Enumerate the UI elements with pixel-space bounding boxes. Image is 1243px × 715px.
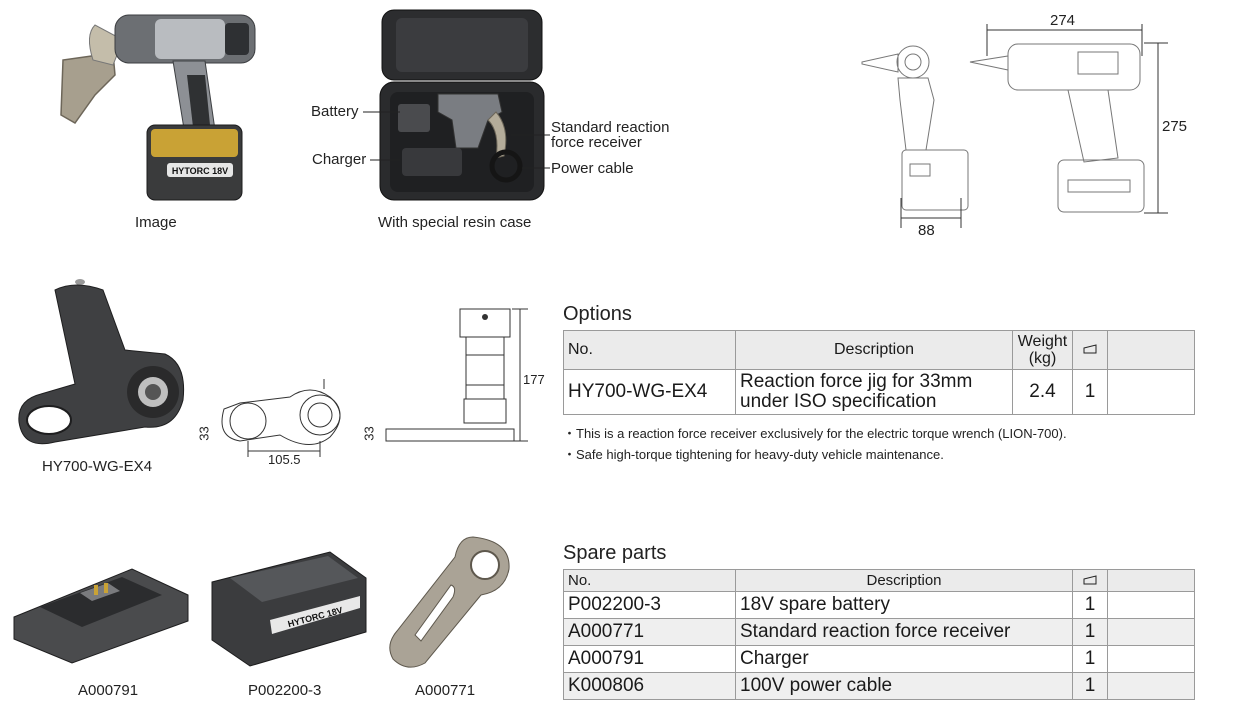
spare-row-no: A000771 [563,618,736,646]
options-header-weight-line1: Weight [1017,333,1068,350]
callout-charger: Charger [312,151,367,168]
spare-parts-header-description: Description [735,569,1073,592]
caption-option-product: HY700-WG-EX4 [42,458,153,475]
caption-spare-charger: A000791 [78,682,139,699]
spare-row-blank [1107,591,1195,619]
jig-top-drawing [221,379,341,457]
reaction-receiver-photo [389,536,510,668]
spare-row-blank [1107,645,1195,673]
table-row: K000806 100V power cable 1 [563,672,1195,700]
dimension-height: 275 [1162,118,1188,135]
wrench-side-drawing [969,43,1145,213]
spare-parts-title: Spare parts [563,542,667,564]
dimension-jig-hex-right: 33 [361,426,377,441]
charger-photo [13,568,189,664]
callout-power-cable: Power cable [551,160,634,177]
spare-parts-header-blank [1107,569,1195,592]
callout-receiver-line2: force receiver [551,134,642,151]
spare-parts-header-qty [1072,569,1108,592]
options-note-2: ・Safe high-torque tightening for heavy-d… [563,447,944,462]
options-row-no: HY700-WG-EX4 [563,369,736,415]
options-header-weight: Weight (kg) [1012,330,1073,370]
options-row-weight: 2.4 [1012,369,1073,415]
spare-row-blank [1107,618,1195,646]
spare-row-no: P002200-3 [563,591,736,619]
spare-row-qty: 1 [1072,672,1108,700]
spare-row-description: 18V spare battery [735,591,1073,619]
dimension-jig-height: 177 [523,372,545,387]
callout-battery: Battery [311,103,359,120]
options-table: No. Description Weight (kg) HY700-WG-EX4… [563,330,1195,415]
reaction-jig-photo [18,279,185,445]
table-row: P002200-3 18V spare battery 1 [563,591,1195,619]
spare-parts-table: No. Description P002200-3 18V spare batt… [563,569,1195,700]
options-row-qty: 1 [1072,369,1108,415]
spare-row-description: Standard reaction force receiver [735,618,1073,646]
options-note-1: ・This is a reaction force receiver exclu… [563,426,1067,441]
jig-side-drawing [385,308,528,442]
callout-receiver-line1: Standard reaction [551,119,670,136]
spare-row-no: K000806 [563,672,736,700]
options-row-description-line1: Reaction force jig for 33mm [740,371,973,392]
spare-row-blank [1107,672,1195,700]
box-icon [1083,575,1097,585]
options-row-blank [1107,369,1195,415]
options-header-weight-line2: (kg) [1028,350,1057,367]
options-row-description-line2: under ISO specification [740,391,937,412]
options-header-qty [1072,330,1108,370]
dimension-length: 274 [1050,12,1076,29]
wrench-front-drawing [861,45,969,211]
caption-case: With special resin case [378,214,532,231]
spare-row-description: 100V power cable [735,672,1073,700]
options-header-blank [1107,330,1195,370]
dimension-jig-width: 105.5 [268,452,301,467]
spare-row-qty: 1 [1072,645,1108,673]
caption-image: Image [135,214,177,231]
dimension-width: 88 [918,222,935,239]
spare-row-qty: 1 [1072,618,1108,646]
spare-row-qty: 1 [1072,591,1108,619]
options-header-row: No. Description Weight (kg) [563,330,1195,370]
spare-parts-header-no: No. [563,569,736,592]
resin-case-photo [379,9,545,201]
box-icon [1083,344,1097,354]
options-title: Options [563,303,632,325]
battery-photo: HYTORC 18V [211,551,367,667]
torque-wrench-photo: HYTORC 18V [60,14,256,201]
spare-parts-header-row: No. Description [563,569,1195,592]
spare-row-description: Charger [735,645,1073,673]
spare-row-no: A000791 [563,645,736,673]
options-row-description: Reaction force jig for 33mm under ISO sp… [735,369,1013,415]
table-row: A000771 Standard reaction force receiver… [563,618,1195,646]
caption-spare-receiver: A000771 [415,682,476,699]
options-header-description: Description [735,330,1013,370]
options-header-no: No. [563,330,736,370]
caption-spare-battery: P002200-3 [248,682,322,699]
table-row: HY700-WG-EX4 Reaction force jig for 33mm… [563,369,1195,415]
table-row: A000791 Charger 1 [563,645,1195,673]
dimension-jig-hex-left: 33 [196,426,212,441]
battery-label-text: HYTORC 18V [172,166,228,176]
